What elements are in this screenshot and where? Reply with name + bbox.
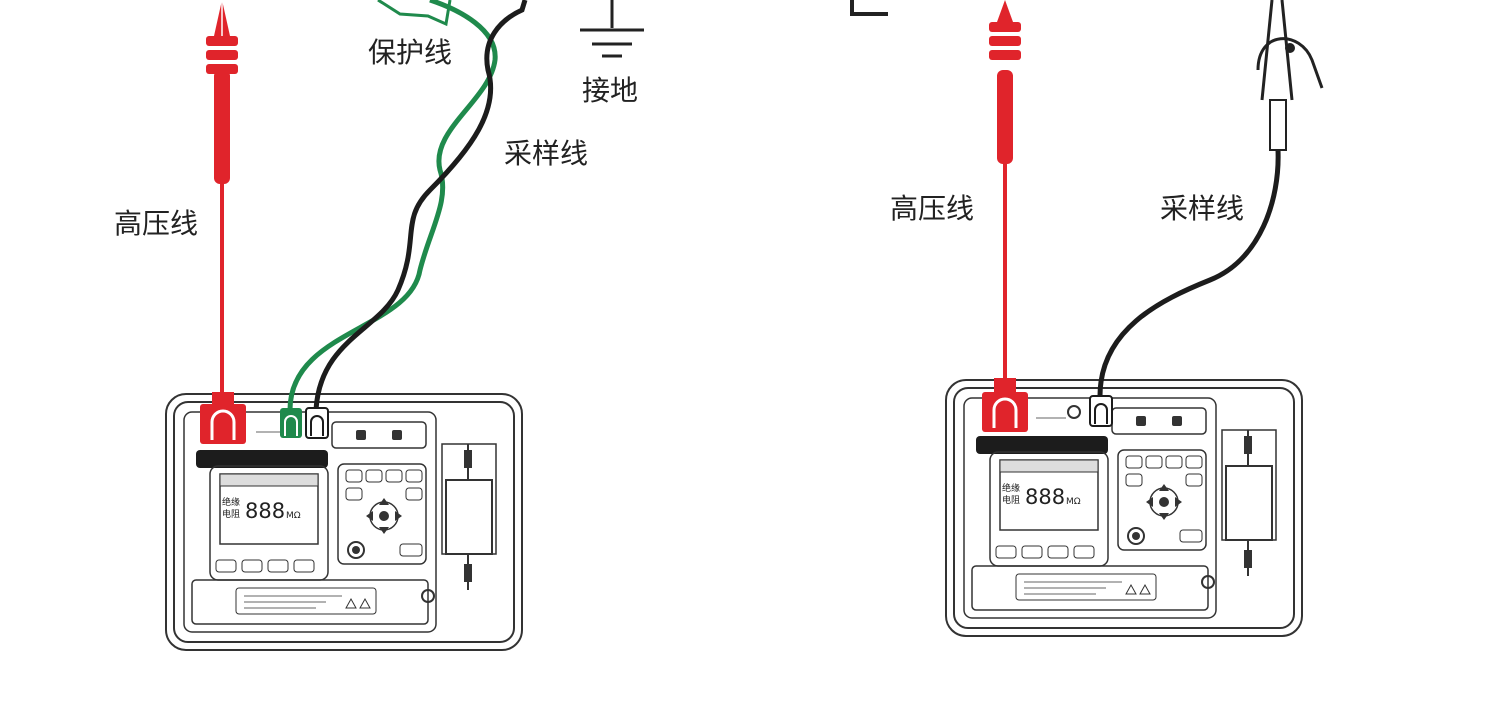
terminal-sampling-right — [1089, 395, 1113, 427]
label-high-voltage-right: 高压线 — [890, 192, 974, 225]
terminal-guard-empty — [1067, 405, 1081, 419]
label-sampling-right: 采样线 — [1160, 192, 1244, 225]
lcd-caption-left-1: 绝缘 — [222, 496, 240, 508]
lcd-unit-left: MΩ — [286, 511, 301, 521]
right-diagram: 高压线 采样线 绝缘 电阻 888 MΩ — [850, 0, 1324, 637]
high-voltage-probe-right — [989, 0, 1021, 384]
lcd-caption-right-2: 电阻 — [1002, 494, 1020, 506]
sampling-wire-right — [1097, 149, 1281, 397]
lcd-value-right: 888 — [1025, 485, 1065, 509]
left-diagram: 高压线 保护线 采样线 接地 绝缘 电阻 888 MΩ — [114, 0, 644, 651]
corner-mark — [850, 0, 888, 16]
ground-symbol — [580, 0, 644, 58]
label-ground: 接地 — [582, 74, 638, 107]
sampling-clip — [1256, 0, 1324, 151]
lcd-caption-right-1: 绝缘 — [1002, 482, 1020, 494]
terminal-sampling — [305, 407, 329, 439]
guard-clip — [377, 0, 452, 27]
label-high-voltage-left: 高压线 — [114, 207, 198, 240]
label-guard: 保护线 — [368, 36, 452, 69]
terminal-hv — [200, 392, 246, 444]
lcd-value-left: 888 — [245, 499, 285, 523]
terminal-guard — [280, 408, 302, 438]
sampling-wire — [313, 0, 528, 411]
terminal-hv-right — [982, 378, 1028, 432]
label-sampling-left: 采样线 — [504, 137, 588, 170]
high-voltage-probe — [206, 0, 238, 394]
lcd-caption-left-2: 电阻 — [222, 508, 240, 520]
lcd-unit-right: MΩ — [1066, 497, 1081, 507]
